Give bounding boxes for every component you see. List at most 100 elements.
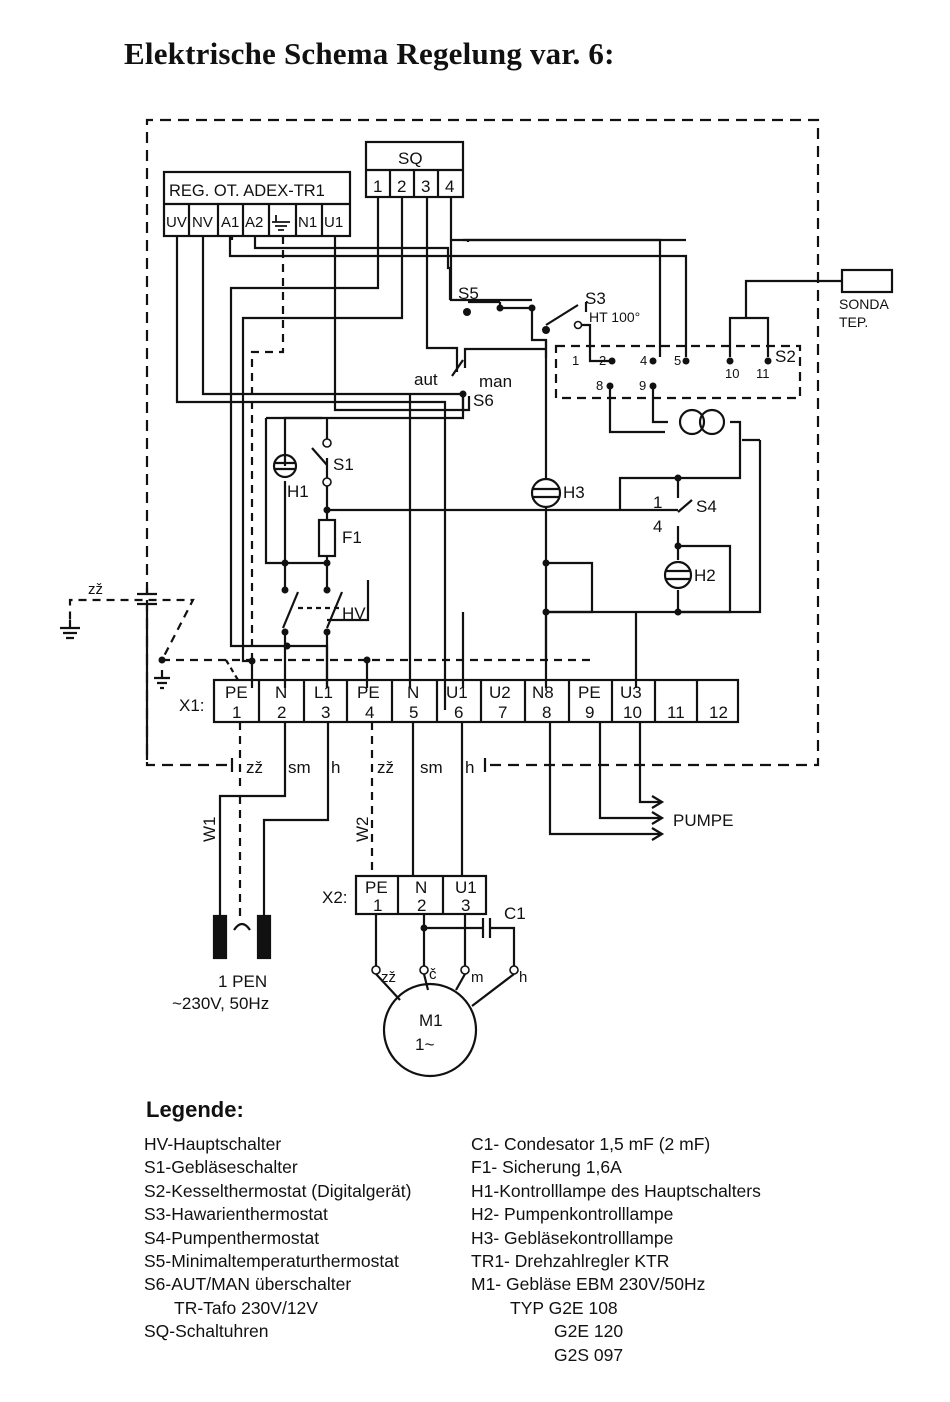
x1-bottom-7: 7 [498, 703, 507, 722]
h3-label: H3 [563, 483, 585, 502]
sq-terminal-4: 4 [445, 177, 454, 196]
sq-terminal-1: 1 [373, 177, 382, 196]
ground-zz-label: zž [88, 581, 103, 598]
legend-item: S5-Minimaltemperaturthermostat [144, 1250, 399, 1271]
supply-label: ~230V, 50Hz [172, 994, 269, 1013]
legend-item: H3- Gebläsekontrolllampe [471, 1227, 674, 1248]
s5-label: S5 [458, 284, 479, 303]
plug-pin-left [212, 914, 228, 960]
reg-terminal-n1: N1 [298, 214, 317, 231]
s6-label: S6 [473, 391, 494, 410]
legend-item: S3-Hawarienthermostat [144, 1204, 328, 1225]
lamp-h3 [530, 477, 562, 509]
x1-terminal-labels: PE N L1 PE N U1 U2 N8 PE U3 1 2 3 4 5 6 … [225, 683, 728, 722]
legend-item: M1- Gebläse EBM 230V/50Hz [471, 1274, 706, 1295]
s6-switch-line [451, 359, 464, 377]
reg-terminal-a2: A2 [245, 214, 263, 231]
x1-bottom-4: 4 [365, 703, 374, 722]
wire-zz-2: zž [377, 758, 394, 777]
capacitor-c1 [481, 918, 492, 938]
x1-bottom-6: 6 [454, 703, 463, 722]
reg-terminal-u1: U1 [324, 214, 343, 231]
legend-item: C1- Condesator 1,5 mF (2 mF) [471, 1134, 711, 1154]
x2-bottom-3: 3 [461, 896, 470, 915]
legend-item: S1-Gebläseschalter [144, 1157, 298, 1178]
s2-label: S2 [775, 347, 796, 366]
legend-item: TYP G2E 108 [510, 1297, 618, 1318]
s4-contact-1: 1 [653, 493, 662, 512]
x2-top-3: U1 [455, 878, 477, 897]
legend-item: S6-AUT/MAN überschalter [144, 1274, 352, 1295]
w2-label: W2 [353, 817, 372, 843]
s1-label: S1 [333, 455, 354, 474]
x2-terminal-strip [354, 874, 488, 916]
f1-label: F1 [342, 528, 362, 547]
x1-top-8: N8 [532, 683, 554, 702]
c1-label: C1 [504, 904, 526, 923]
regulator-label: REG. OT. ADEX-TR1 [169, 182, 325, 200]
legend-item: TR1- Drehzahlregler KTR [471, 1250, 670, 1271]
x2-bottom-1: 1 [373, 896, 382, 915]
legend-item: G2E 120 [554, 1321, 624, 1342]
ground-symbol-left [60, 620, 80, 640]
w1-label: W1 [200, 817, 219, 843]
motor-h-label: h [519, 969, 527, 986]
x1-bottom-8: 8 [542, 703, 551, 722]
legend-item: S2-Kesselthermostat (Digitalgerät) [144, 1180, 412, 1201]
x1-bottom-3: 3 [321, 703, 330, 722]
legend-item: S4-Pumpenthermostat [144, 1227, 320, 1248]
s2-term-11: 11 [756, 366, 770, 381]
hv-switch-line-1 [281, 591, 300, 629]
junction-dots [158, 304, 772, 932]
reg-terminal-nv: NV [192, 214, 213, 231]
sq-terminal-3: 3 [421, 177, 430, 196]
m1-sub-label: 1~ [415, 1035, 434, 1054]
hv-label: HV [342, 604, 366, 623]
legend-item: SQ-Schaltuhren [144, 1321, 269, 1342]
h1-label: H1 [287, 482, 309, 501]
x2-top-1: PE [365, 878, 388, 897]
pumpe-label: PUMPE [673, 811, 733, 830]
s1-switch-line [311, 447, 328, 466]
lamp-h1 [272, 453, 298, 479]
s3-switch-line [545, 304, 579, 326]
x1-top-2: N [275, 683, 287, 702]
sonda-box [840, 268, 894, 294]
wire-h-1: h [331, 758, 340, 777]
legend-left-column: HV-Hauptschalter S1-Gebläseschalter S2-K… [144, 1133, 411, 1344]
x2-bottom-2: 2 [417, 896, 426, 915]
lamp-h2 [663, 560, 693, 590]
s2-term-1: 1 [572, 353, 579, 368]
transformer-coil-1 [678, 408, 706, 436]
x1-top-7: U2 [489, 683, 511, 702]
x1-top-9: PE [578, 683, 601, 702]
x1-top-5: N [407, 683, 419, 702]
motor-m1 [382, 982, 478, 1078]
s6-aut-label: aut [414, 370, 438, 389]
s2-thermostat-box [554, 344, 802, 400]
fuse-f1 [317, 518, 337, 558]
x2-top-2: N [415, 878, 427, 897]
enclosure-dashed-border [145, 118, 820, 767]
s2-term-4: 4 [640, 353, 647, 368]
x1-bottom-12: 12 [709, 703, 728, 722]
h2-label: H2 [694, 566, 716, 585]
s2-term-2: 2 [599, 353, 606, 368]
legend-right-column: C1- Condesator 1,5 mF (2 mF) F1- Sicheru… [471, 1133, 761, 1367]
x1-bottom-2: 2 [277, 703, 286, 722]
m1-label: M1 [419, 1011, 443, 1030]
s6-man-label: man [479, 372, 512, 391]
reg-terminal-a1: A1 [221, 214, 239, 231]
x1-bottom-1: 1 [232, 703, 241, 722]
wire-sm-2: sm [420, 758, 443, 777]
legend-item: H2- Pumpenkontrolllampe [471, 1204, 674, 1225]
motor-c-label: č [429, 966, 437, 983]
sq-label: SQ [398, 149, 423, 168]
x1-bottom-5: 5 [409, 703, 418, 722]
x1-bottom-10: 10 [623, 703, 642, 722]
legend-item: H1-Kontrolllampe des Hauptschalters [471, 1180, 761, 1201]
x1-top-3: L1 [314, 683, 333, 702]
x1-top-4: PE [357, 683, 380, 702]
x1-bottom-11: 11 [667, 703, 685, 722]
